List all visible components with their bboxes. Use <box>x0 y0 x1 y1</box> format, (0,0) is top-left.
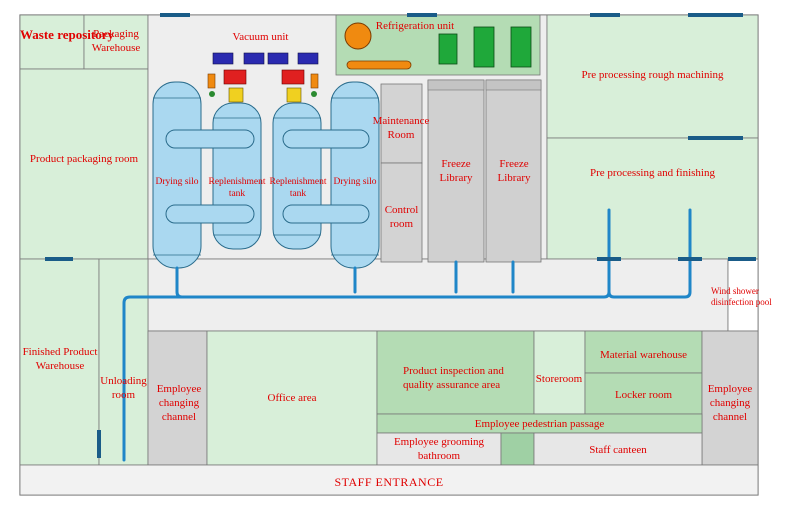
waste-repository-label: Waste repository <box>20 27 114 42</box>
inspection-room <box>376 330 535 415</box>
vacuum-pump-icon <box>212 52 234 65</box>
valve-icon <box>311 91 317 97</box>
door-marker <box>590 13 620 17</box>
vacuum-pump-icon <box>267 52 289 65</box>
vacuum-pump-icon <box>297 52 319 65</box>
vacuum-unit-label: Vacuum unit <box>232 31 289 43</box>
compressor-icon <box>344 22 372 50</box>
door-marker <box>688 136 743 140</box>
pump-head-icon <box>228 87 244 103</box>
finished-product-warehouse-label: Finished Product Warehouse <box>22 346 98 372</box>
exchanger-capsule <box>165 129 255 149</box>
packaging-warehouse-room <box>83 14 149 70</box>
vacuum-pump-icon <box>243 52 265 65</box>
receiver-tank-icon <box>346 60 412 70</box>
product-packaging-room-label: Product packaging room <box>29 153 139 165</box>
tank-bands <box>153 97 379 256</box>
staff-canteen-room <box>533 432 703 466</box>
staff-entrance-label: STAFF ENTRANCE <box>334 475 444 489</box>
valve-icon <box>207 73 216 89</box>
door-marker <box>160 13 190 17</box>
freeze-library-label-right: Freeze Library <box>497 158 531 184</box>
rough-machining-room <box>546 14 759 139</box>
waste-repository-room <box>19 14 85 70</box>
locker-room-label: Locker room <box>614 389 673 401</box>
freeze-library-label-left: Freeze Library <box>439 158 473 184</box>
door-marker <box>688 13 743 17</box>
office-area-label: Office area <box>267 392 317 404</box>
pump-motor-icon <box>281 69 305 85</box>
exchanger-capsule <box>282 204 370 224</box>
drying-silo-label-right: Drying silo <box>333 177 377 187</box>
door-marker <box>97 430 101 458</box>
freeze-library-left <box>427 79 485 263</box>
passage-connector <box>500 432 535 466</box>
replenishment-tank-label-left: Replenishment tank <box>208 177 266 199</box>
pump-motor-icon <box>223 69 247 85</box>
unloading-room-label: Unloading room <box>100 375 147 401</box>
staff-canteen-label: Staff canteen <box>589 444 647 456</box>
exchanger-capsule <box>282 129 370 149</box>
pipe-fittings <box>597 257 702 261</box>
door-marker <box>728 257 756 261</box>
refrigeration-equipment <box>344 22 532 70</box>
pipe-outlet <box>122 295 184 462</box>
staff-entrance-strip <box>19 464 759 496</box>
drying-silo-left <box>152 81 202 269</box>
pedestrian-passage-label: Employee pedestrian passage <box>474 418 605 430</box>
grooming-bathroom-room <box>376 432 502 466</box>
valve-icon <box>310 73 319 89</box>
vacuum-unit-pumps <box>212 52 319 65</box>
drying-silo-label-left: Drying silo <box>155 177 199 187</box>
product-inspection-label: Product inspection and quality assurance… <box>403 365 504 391</box>
rough-machining-label: Pre processing rough machining <box>581 69 724 81</box>
changing-channel-right-label: Employee changing channel <box>707 383 753 423</box>
process-corridor <box>147 258 729 332</box>
pipeline <box>122 208 692 462</box>
pipe-finishing <box>607 208 692 299</box>
refrigeration-cabinet-icon <box>510 26 532 68</box>
storeroom-room <box>533 330 586 415</box>
material-warehouse-label: Material warehouse <box>599 349 688 361</box>
freeze-library-right <box>485 79 542 263</box>
refrigeration-cabinet-icon <box>438 33 458 65</box>
door-marker <box>45 257 73 261</box>
wind-shower-label: Wind shower disinfection pool <box>711 286 772 307</box>
wind-shower-area <box>727 258 759 332</box>
drying-silo-right <box>330 81 380 269</box>
changing-channel-right <box>701 330 759 466</box>
packaging-warehouse-label: Packaging Warehouse <box>91 28 141 54</box>
changing-channel-left-label: Employee changing channel <box>156 383 202 423</box>
changing-channel-left <box>147 330 208 466</box>
grooming-bathroom-label: Employee grooming bathroom <box>393 436 485 462</box>
control-room-label: Control room <box>384 204 419 230</box>
finishing-label: Pre processing and finishing <box>590 167 715 179</box>
replenishment-tank-label-right: Replenishment tank <box>269 177 327 199</box>
control-room-block <box>380 162 423 263</box>
office-area-room <box>206 330 378 466</box>
storeroom-label: Storeroom <box>535 373 583 385</box>
material-warehouse-room <box>584 330 703 374</box>
pump-head-icon <box>286 87 302 103</box>
heat-exchangers <box>165 129 370 224</box>
product-packaging-room <box>19 68 149 260</box>
pipe-fitting <box>597 257 621 261</box>
valve-icon <box>209 91 215 97</box>
refrigeration-unit-label: Refrigeration unit <box>375 20 455 32</box>
door-marker <box>407 13 437 17</box>
pump-assemblies <box>207 69 319 103</box>
pipe-fitting <box>678 257 702 261</box>
maintenance-room-label: Maintenance Room <box>372 115 430 141</box>
locker-room-room <box>584 372 703 415</box>
exchanger-capsule <box>165 204 255 224</box>
finishing-room <box>546 137 759 260</box>
refrigeration-cabinet-icon <box>473 26 495 68</box>
